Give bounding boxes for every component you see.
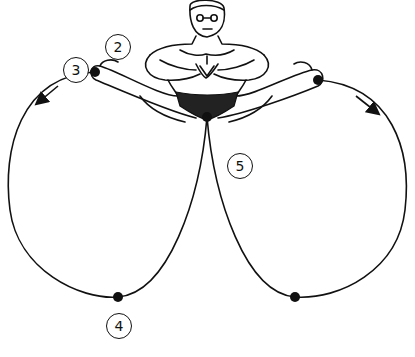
callout-circle: 2: [105, 34, 131, 60]
callout-circle: 3: [63, 57, 89, 83]
callout-circle: 5: [227, 153, 253, 179]
callout-number: 4: [115, 319, 124, 333]
callout-circle: 4: [106, 313, 132, 339]
callout-number: 2: [114, 40, 123, 54]
callout-number: 5: [236, 159, 245, 173]
callout-number: 3: [72, 63, 81, 77]
